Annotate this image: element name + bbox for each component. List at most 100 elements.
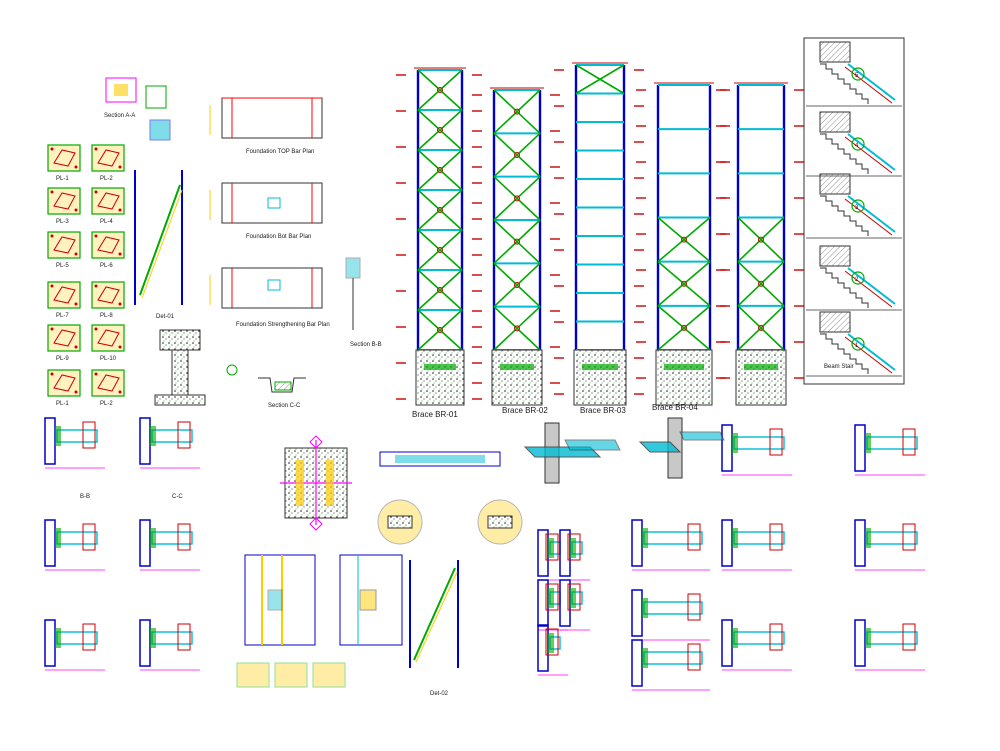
brace-diagonal xyxy=(417,309,463,351)
conn-column xyxy=(631,589,643,637)
section-b-detail: Section B-B xyxy=(345,257,382,348)
bolt-hole xyxy=(118,390,122,394)
section-c-label: Section C-C xyxy=(268,403,301,409)
conn-cc-label: C-C xyxy=(172,494,183,500)
brace-frame xyxy=(716,82,804,406)
conn-endplate xyxy=(687,643,701,671)
stair-number: 3 xyxy=(855,205,859,211)
plate-label: PL-5 xyxy=(56,263,69,269)
brace-diagonal xyxy=(417,109,463,151)
frame-elevation-lower xyxy=(244,554,403,646)
connection-detail xyxy=(854,619,925,671)
brace-br03-label: Brace BR-03 xyxy=(580,406,626,415)
brace-gusset xyxy=(437,87,443,93)
connection-detail xyxy=(631,639,710,691)
conn-beam xyxy=(56,531,98,545)
steel-plate: PL-2 xyxy=(91,144,125,182)
conn-plate xyxy=(548,588,554,608)
brace-gusset xyxy=(437,207,443,213)
foundation-block xyxy=(573,349,627,406)
brace-frame xyxy=(472,87,560,406)
brace-frame xyxy=(554,62,644,406)
steel-plate: PL-5 xyxy=(47,231,81,269)
conn-beam xyxy=(151,631,193,645)
brace-diagonal xyxy=(417,69,463,111)
stair-steps xyxy=(820,63,869,104)
connection-detail xyxy=(139,619,200,671)
conn-beam xyxy=(866,531,918,545)
conn-endplate xyxy=(769,623,783,651)
plate-label: PL-2 xyxy=(100,401,113,407)
conn-plate xyxy=(55,628,61,648)
conn-plate xyxy=(150,426,156,446)
section-a-label: Section A-A xyxy=(104,113,135,119)
conn-column xyxy=(854,519,866,567)
bolt-hole xyxy=(74,345,78,349)
conn-beam xyxy=(866,436,918,450)
foundation-bot-plan: Foundation Bot Bar Plan xyxy=(209,182,323,240)
bolt-hole xyxy=(118,165,122,169)
column-elevation-det01: Det-01 xyxy=(134,170,183,320)
stair-number: 5 xyxy=(855,73,859,79)
foundation-tag xyxy=(744,364,778,370)
bolt-hole xyxy=(118,208,122,212)
bolt-hole xyxy=(118,252,122,256)
conn-plate xyxy=(55,426,61,446)
foundation-block xyxy=(491,349,543,406)
stair-stringer xyxy=(847,195,896,233)
conn-column xyxy=(139,619,151,667)
conn-plate xyxy=(865,433,871,453)
det02-label: Det-02 xyxy=(430,691,449,697)
plate-label: PL-1 xyxy=(56,176,69,182)
conn-plate xyxy=(732,433,738,453)
bolt-hole xyxy=(118,345,122,349)
brace-diagonal xyxy=(737,305,785,351)
stair-steps xyxy=(820,195,869,236)
steel-plate: PL-9 xyxy=(47,324,81,362)
beam-section-detail xyxy=(377,451,523,545)
brace-br02-label: Brace BR-02 xyxy=(502,406,548,415)
connection-detail xyxy=(559,529,590,581)
brace-gusset xyxy=(437,127,443,133)
brace-diagonal xyxy=(657,216,711,263)
conn-plate xyxy=(55,528,61,548)
steel-plate: PL-10 xyxy=(91,324,125,362)
bolt-hole xyxy=(74,208,78,212)
conn-endplate xyxy=(545,628,559,656)
brace-gusset xyxy=(758,236,764,243)
stair-section: 5 xyxy=(806,41,902,107)
brace-frame xyxy=(636,82,730,406)
plate-diagonal xyxy=(97,236,120,254)
connection-detail xyxy=(721,519,792,571)
brace-gusset xyxy=(437,167,443,173)
foundation-tag xyxy=(424,364,456,370)
connection-detail xyxy=(139,417,200,469)
brace-gusset xyxy=(514,325,520,332)
plate-diagonal xyxy=(53,149,76,167)
conn-endplate xyxy=(769,523,783,551)
plate-diagonal xyxy=(97,329,120,347)
conn-endplate xyxy=(545,583,559,611)
bolt-hole xyxy=(94,284,98,288)
column-elevation-det02: Det-02 xyxy=(409,560,459,697)
connection-detail xyxy=(559,579,590,631)
conn-endplate xyxy=(82,421,96,449)
connection-detail xyxy=(721,424,792,476)
connection-detail xyxy=(44,619,105,671)
conn-endplate xyxy=(902,523,916,551)
conn-endplate xyxy=(769,428,783,456)
brace-diagonal xyxy=(737,216,785,263)
stair-section: 2 xyxy=(806,245,902,311)
steel-plate: PL-3 xyxy=(47,187,81,225)
plate-diagonal xyxy=(53,192,76,210)
foundation-tag xyxy=(582,364,618,370)
brace-gusset xyxy=(437,327,443,333)
conn-plate xyxy=(865,528,871,548)
brace-gusset xyxy=(514,282,520,288)
foundation-block xyxy=(655,349,713,406)
conn-endplate xyxy=(545,533,559,561)
conn-plate xyxy=(642,598,648,618)
brace-frame xyxy=(396,67,482,406)
